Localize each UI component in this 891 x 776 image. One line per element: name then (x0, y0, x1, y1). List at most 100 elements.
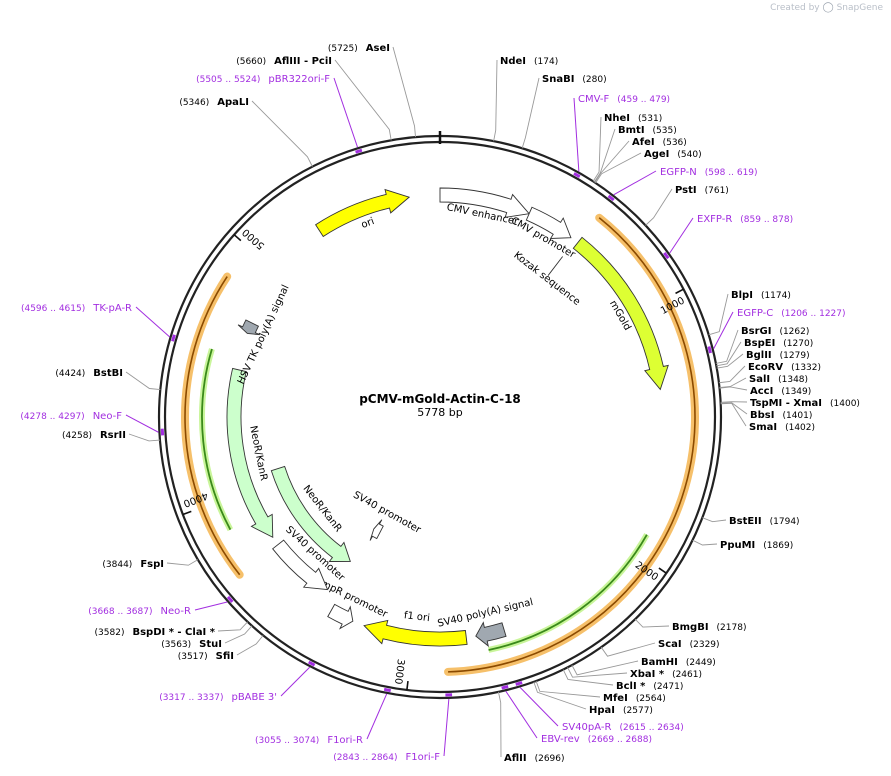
site-bmgbi[interactable]: BmgBI(2178) (672, 622, 746, 633)
site-ppumi[interactable]: PpuMI(1869) (720, 540, 793, 551)
feature-cmv-enhancer-1[interactable] (439, 187, 531, 218)
primer-pbabe-3[interactable]: (3317 .. 3337)pBABE 3' (159, 692, 277, 703)
site-bbsi[interactable]: BbsI(1401) (750, 410, 812, 421)
site-position: (1279) (780, 351, 810, 361)
site-ndei[interactable]: NdeI(174) (500, 56, 558, 67)
site-bspei[interactable]: BspEI(1270) (744, 338, 813, 349)
site-blpi[interactable]: BlpI(1174) (731, 290, 791, 301)
site-snabi[interactable]: SnaBI(280) (542, 74, 607, 85)
primer-ebv-rev[interactable]: EBV-rev(2669 .. 2688) (541, 734, 652, 745)
site-leader-sali (719, 377, 747, 389)
site-sfii[interactable]: (3517)SfiI (178, 651, 234, 662)
feature-label-sv40-poly-a-signal-5: SV40 poly(A) signal (437, 597, 535, 630)
primer-position: (5505 .. 5524) (196, 75, 260, 85)
site-psti[interactable]: PstI(761) (675, 185, 729, 196)
site-name: AflIII - PciI (274, 56, 332, 67)
site-leader-bamhi (571, 660, 639, 676)
primer-leader-egfp-n (613, 170, 657, 196)
site-xbai[interactable]: XbaI *(2461) (630, 669, 702, 680)
site-tspmi-xmai[interactable]: TspMI - XmaI(1400) (750, 398, 860, 409)
feature-kozak-sequence-3[interactable] (547, 256, 564, 276)
feature-sv40-poly-a-signal-5[interactable] (475, 621, 507, 648)
site-bamhi[interactable]: BamHI(2449) (641, 657, 716, 668)
site-fspi[interactable]: (3844)FspI (102, 559, 164, 570)
feature-sv40-promoter-8[interactable] (272, 539, 329, 591)
site-leader-sfii (236, 635, 264, 656)
site-position: (1794) (770, 517, 800, 527)
site-bsrgi[interactable]: BsrGI(1262) (741, 326, 809, 337)
feature-neor-kanr-12[interactable] (270, 465, 351, 562)
primer-egfp-c[interactable]: EGFP-C(1206 .. 1227) (737, 308, 846, 319)
primer-neo-r[interactable]: (3668 .. 3687)Neo-R (88, 606, 191, 617)
site-position: (280) (582, 75, 606, 85)
site-leader-stui (224, 625, 253, 644)
feature-ampr-promoter-7[interactable] (327, 603, 354, 630)
site-ecorv[interactable]: EcoRV(1332) (748, 362, 821, 373)
site-name: FspI (140, 559, 164, 570)
site-leader-smai (720, 402, 747, 427)
site-bspdi-clai[interactable]: (3582)BspDI * - ClaI * (95, 627, 216, 638)
site-aflii[interactable]: AflII(2696) (504, 753, 565, 764)
site-asei[interactable]: (5725)AseI (328, 43, 390, 54)
site-apali[interactable]: (5346)ApaLI (179, 97, 249, 108)
primer-name: F1ori-R (327, 735, 363, 746)
site-mfei[interactable]: MfeI(2564) (603, 693, 666, 704)
feature-sv40-promoter-11[interactable] (369, 519, 384, 541)
green-orf-line-0 (488, 534, 648, 651)
site-name: BstEII (729, 516, 762, 527)
site-sali[interactable]: SalI(1348) (749, 374, 808, 385)
label-layer: (5725)AseI (5660)AflIII - PciI (5346)ApaLI… (20, 43, 860, 764)
primer-mark-egfp-c (707, 346, 712, 354)
primer-name: Neo-R (161, 606, 192, 617)
site-bcli[interactable]: BclI *(2471) (616, 681, 683, 692)
primer-position: (2843 .. 2864) (333, 753, 397, 763)
primer-exfp-r[interactable]: EXFP-R(859 .. 878) (697, 214, 793, 225)
site-hpai[interactable]: HpaI(2577) (589, 705, 653, 716)
feature-neor-kanr-9[interactable] (226, 367, 274, 539)
site-bstbi[interactable]: (4424)BstBI (55, 368, 123, 379)
primer-tk-pa-r[interactable]: (4596 .. 4615)TK-pA-R (21, 303, 132, 314)
primer-mark-ebv-rev (501, 685, 509, 690)
site-agei[interactable]: AgeI(540) (644, 149, 702, 160)
site-nhei[interactable]: NheI(531) (604, 113, 662, 124)
tick-mark-1000 (675, 288, 684, 295)
site-afei[interactable]: AfeI(536) (632, 137, 687, 148)
feature-f1-ori-6[interactable] (363, 619, 468, 647)
site-leader-xbai (567, 667, 628, 678)
primer-sv40pa-r[interactable]: SV40pA-R(2615 .. 2634) (562, 722, 684, 733)
site-acci[interactable]: AccI(1349) (750, 386, 811, 397)
site-bglii[interactable]: BglII(1279) (746, 350, 810, 361)
site-position: (4424) (55, 369, 85, 379)
site-leader-ppumi (692, 539, 718, 546)
site-name: SalI (749, 374, 770, 385)
site-scai[interactable]: ScaI(2329) (658, 639, 720, 650)
primer-f1ori-f[interactable]: (2843 .. 2864) F1ori-F (333, 752, 440, 763)
primer-pbr322ori-f[interactable]: (5505 .. 5524)pBR322ori-F (196, 74, 330, 85)
site-bmti[interactable]: BmtI(535) (618, 125, 677, 136)
site-leader-bspei (716, 341, 742, 367)
primer-position: (2669 .. 2688) (588, 735, 652, 745)
feature-hsv-tk-poly-a-signal-10[interactable] (237, 319, 261, 336)
feature-mgold-4[interactable] (572, 236, 669, 391)
primer-mark-f1ori-r (383, 687, 391, 693)
site-leader-acci (719, 386, 748, 391)
primer-f1ori-r[interactable]: (3055 .. 3074)F1ori-R (255, 735, 363, 746)
primer-name: F1ori-F (406, 752, 441, 763)
site-name: NheI (604, 113, 630, 124)
primer-neo-f[interactable]: (4278 .. 4297)Neo-F (20, 411, 122, 422)
primer-cmv-f[interactable]: CMV-F(459 .. 479) (578, 94, 670, 105)
site-stui[interactable]: (3563)StuI (161, 639, 222, 650)
site-smai[interactable]: SmaI(1402) (749, 422, 815, 433)
site-leader-aflii (497, 691, 502, 758)
site-afliii-pcii[interactable]: (5660)AflIII - PciI (236, 56, 332, 67)
site-leader-hpai (533, 681, 587, 710)
primer-egfp-n[interactable]: EGFP-N(598 .. 619) (660, 167, 758, 178)
feature-cmv-promoter-2[interactable] (525, 206, 572, 239)
primer-leader-cmv-f (573, 97, 580, 172)
site-name: RsrII (100, 430, 126, 441)
site-position: (5725) (328, 44, 358, 54)
site-bsteii[interactable]: BstEII (1794) (729, 516, 800, 527)
feature-ori-0[interactable] (314, 188, 411, 238)
site-leader-rsrii (128, 433, 160, 442)
site-rsrii[interactable]: (4258)RsrII (62, 430, 126, 441)
